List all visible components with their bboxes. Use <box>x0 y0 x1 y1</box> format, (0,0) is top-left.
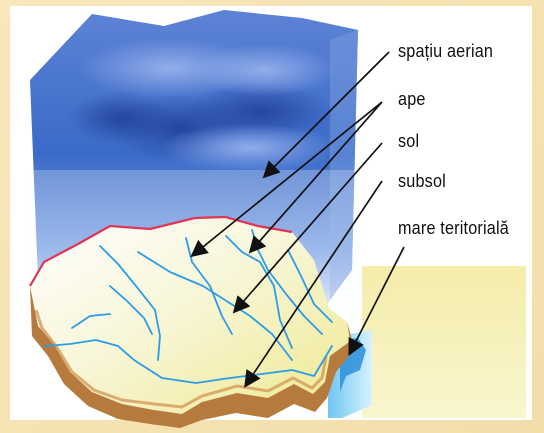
cloud-light-right <box>193 44 337 96</box>
label-airspace: spațiu aerian <box>398 41 493 62</box>
territorial-background <box>362 266 526 418</box>
cloud-light-lower <box>160 124 340 172</box>
label-soil: sol <box>398 131 419 152</box>
label-subsoil: subsol <box>398 171 446 192</box>
label-territorial-sea: mare teritorială <box>398 218 509 239</box>
label-waters: ape <box>398 89 426 110</box>
